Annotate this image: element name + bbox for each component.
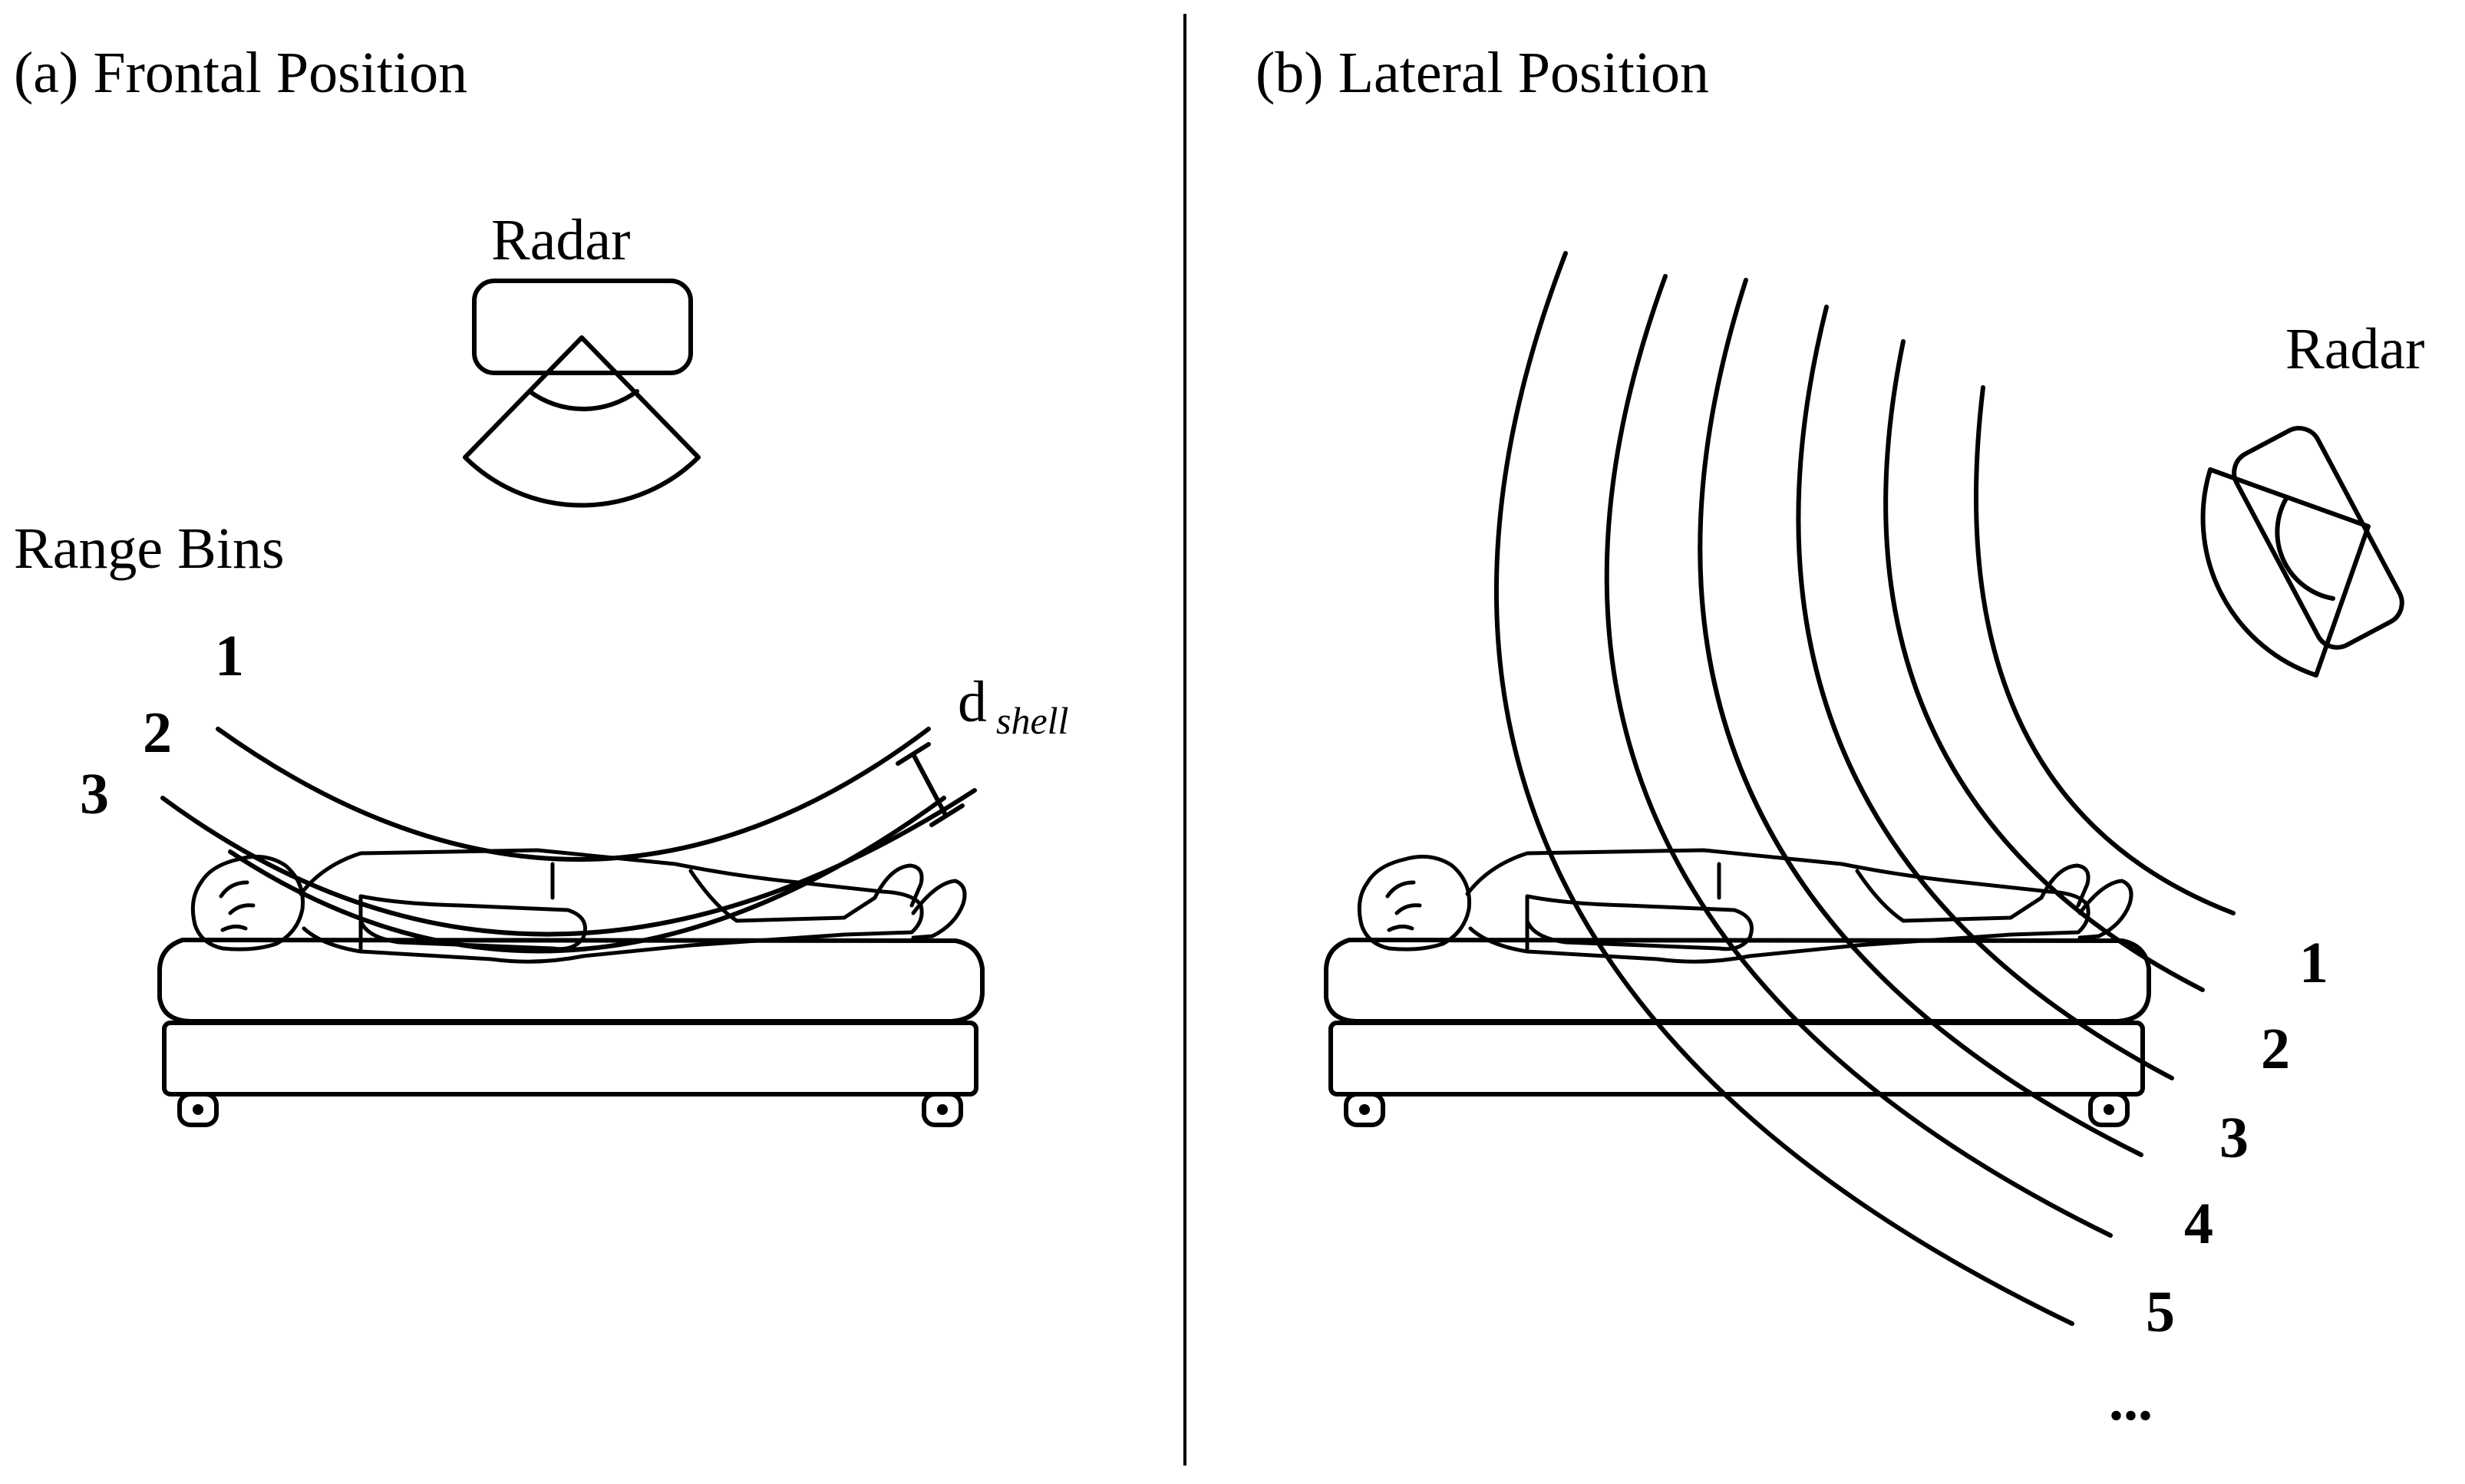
frontal-bin-number-2: 2 xyxy=(143,701,172,765)
frontal-bin-number-1: 1 xyxy=(215,624,244,688)
frontal-bin-number-3: 3 xyxy=(80,762,109,826)
range-bins-label: Range Bins xyxy=(14,516,285,581)
lateral-range-arc-1 xyxy=(1974,385,2236,915)
lateral-bin-number-2: 2 xyxy=(2261,1017,2290,1081)
lateral-radar-label: Radar xyxy=(2285,317,2424,381)
panel-b-title: (b) Lateral Position xyxy=(1256,41,1709,105)
panel-a-title: (a) Frontal Position xyxy=(14,41,467,105)
frontal-radar-icon: Radar xyxy=(463,208,701,508)
lateral-range-arc-5 xyxy=(1604,274,2113,1238)
shell-thickness-marker xyxy=(896,742,965,827)
lateral-bin-number-1: 1 xyxy=(2299,931,2328,995)
lateral-bed-with-person xyxy=(1326,850,2149,1125)
lateral-bin-ellipsis: ... xyxy=(2109,1368,2153,1433)
lateral-bin-number-4: 4 xyxy=(2184,1192,2213,1256)
lateral-range-arc-4 xyxy=(1698,278,2143,1157)
panel-lateral: (b) Lateral Position Radar 1 2 3 4 5 ... xyxy=(1256,41,2424,1433)
lateral-range-arc-3 xyxy=(1796,305,2174,1080)
lateral-bin-number-3: 3 xyxy=(2219,1106,2249,1170)
panel-frontal: (a) Frontal Position Radar Range Bins 1 … xyxy=(14,41,1068,1125)
lateral-range-arc-6 xyxy=(1494,251,2074,1326)
lateral-range-arc-2 xyxy=(1883,339,2205,992)
frontal-bed-with-person xyxy=(160,850,982,1125)
frontal-radar-label: Radar xyxy=(491,208,630,272)
frontal-range-arc-1 xyxy=(216,727,931,862)
lateral-bin-number-5: 5 xyxy=(2146,1280,2175,1344)
lateral-radar-icon: Radar xyxy=(2200,317,2424,678)
frontal-range-arc-3 xyxy=(228,796,946,954)
